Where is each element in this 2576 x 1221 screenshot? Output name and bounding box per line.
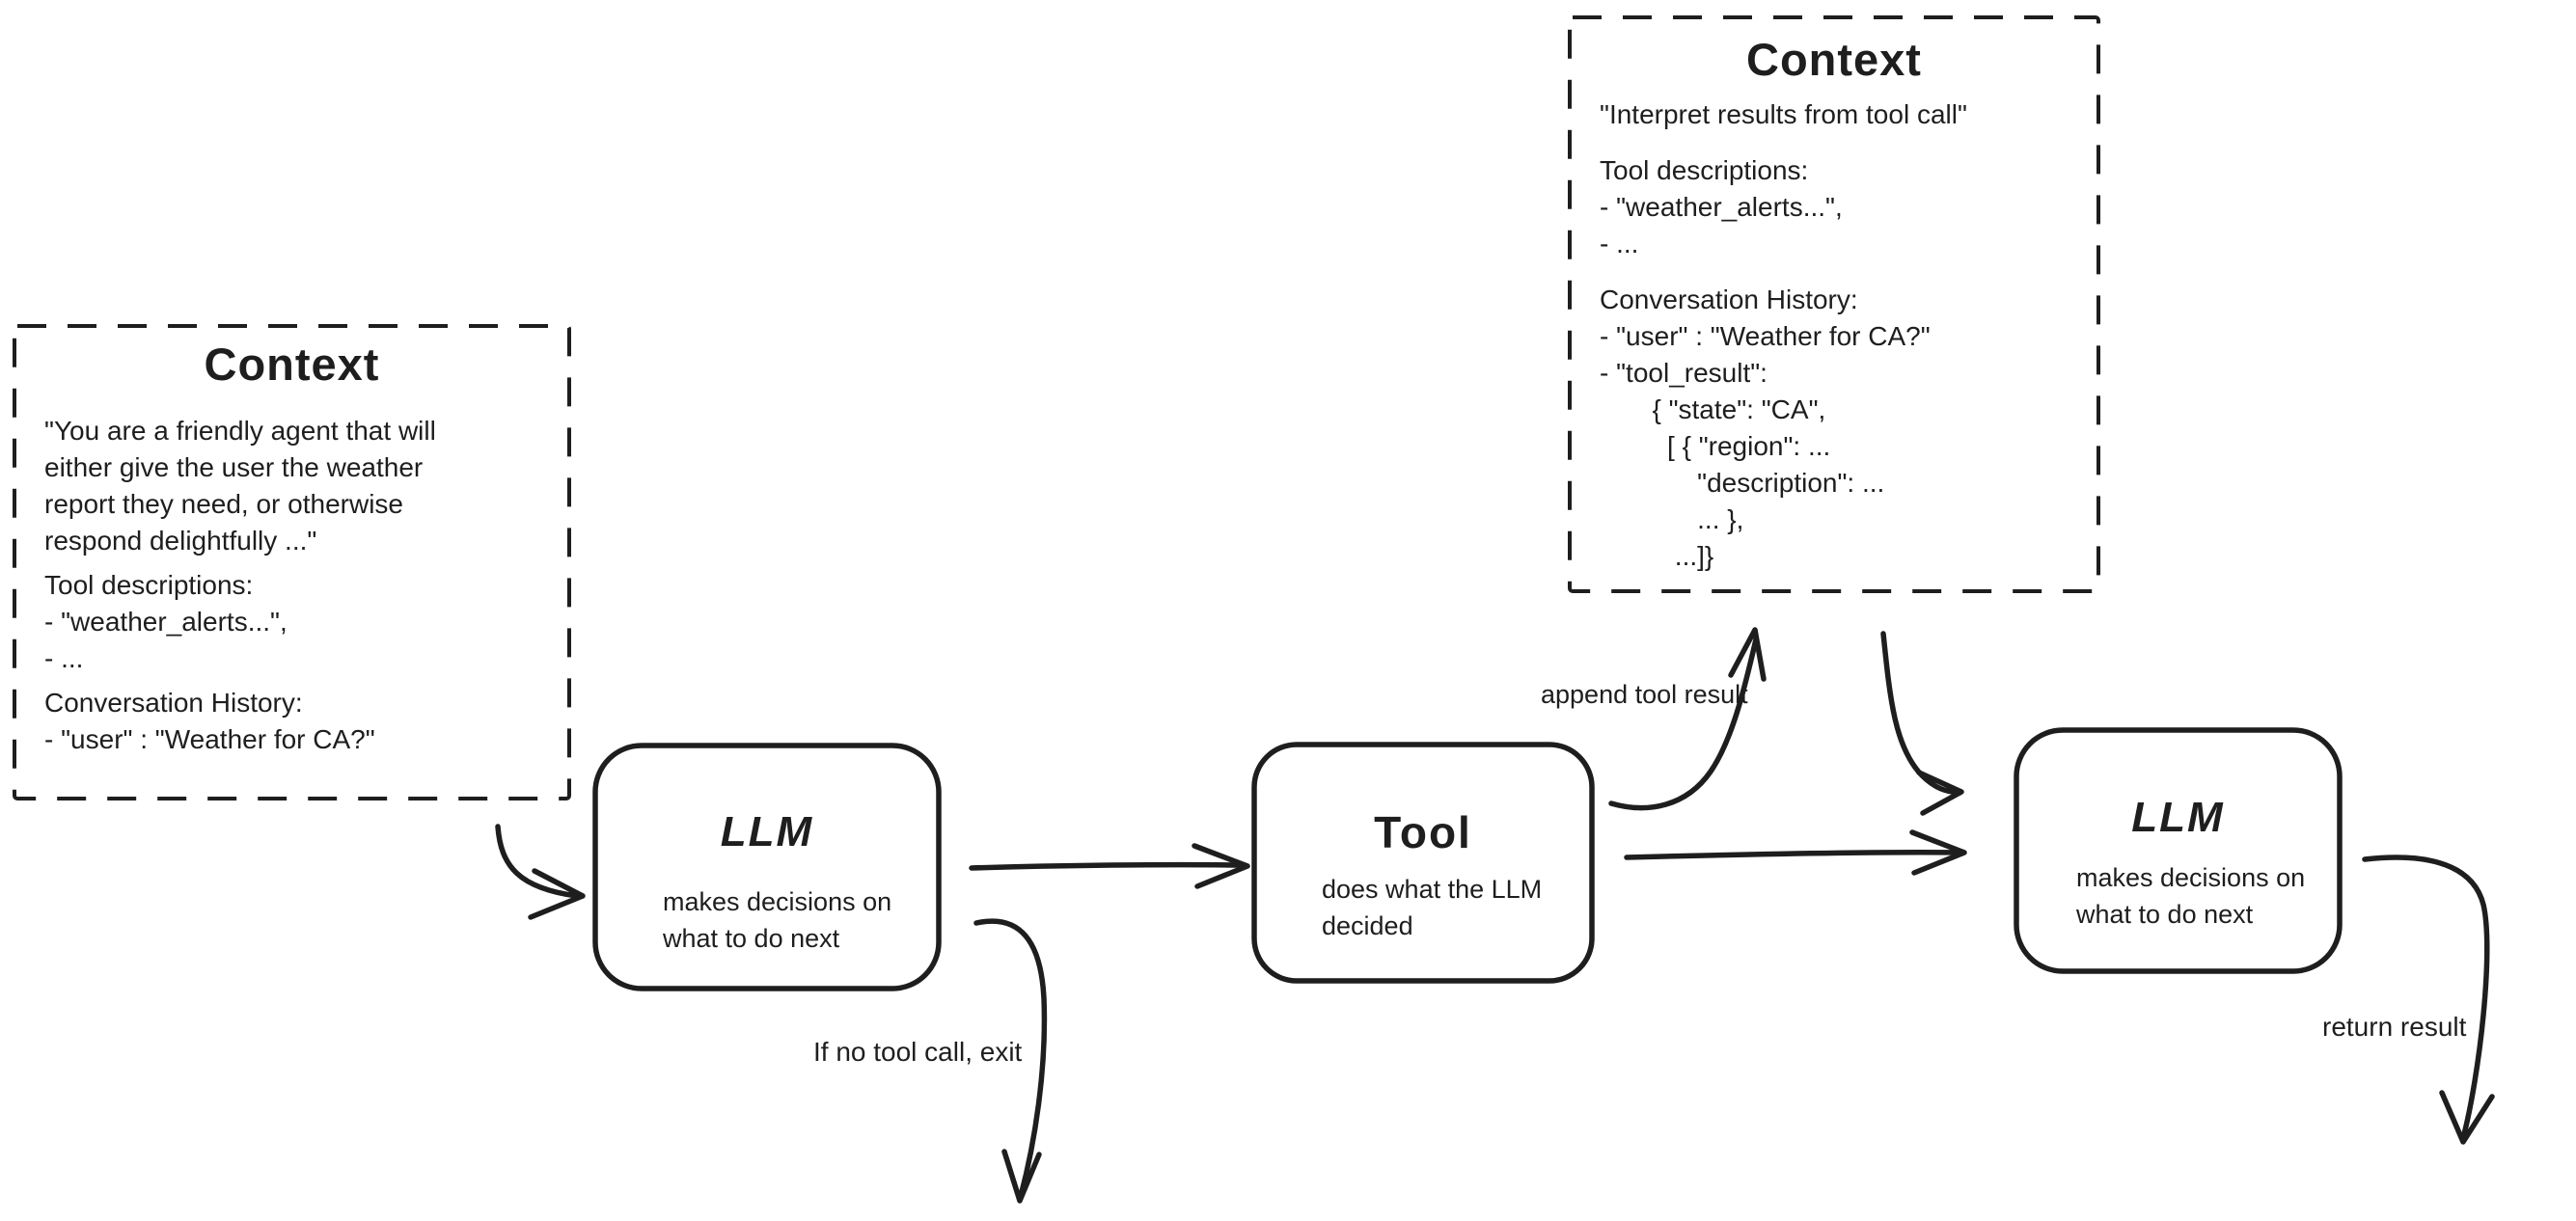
arrowhead-right-icon (1916, 770, 1964, 816)
label-append-tool-result: append tool result (1541, 680, 1748, 709)
arrow-tool-to-llm2 (1624, 829, 1967, 876)
arrow-tool-to-context-top (1608, 627, 1767, 811)
arrow-llm1-to-tool (969, 843, 1250, 889)
arrowhead-up-icon (1728, 627, 1767, 682)
context-left-title: Context (204, 339, 380, 390)
context-top-conversation-history: Conversation History: - "user" : "Weathe… (1600, 285, 1931, 571)
context-top-system-prompt: "Interpret results from tool call" (1600, 99, 1967, 129)
arrowhead-down-icon (2439, 1090, 2495, 1145)
llm-2-node-box (2014, 727, 2343, 974)
arrow-llm2-return (2362, 855, 2495, 1145)
context-left-conversation-history: Conversation History: - "user" : "Weathe… (44, 688, 375, 754)
arrow-llm1-exit (973, 918, 1048, 1204)
arrow-context-top-to-llm2 (1880, 631, 1964, 816)
context-top-body: "Interpret results from tool call" Tool … (1600, 96, 1967, 594)
context-left-tool-descriptions: Tool descriptions: - "weather_alerts..."… (44, 570, 288, 673)
arrowhead-right-icon (528, 868, 586, 920)
llm-2-title: LLM (2131, 794, 2225, 841)
context-left-body: "You are a friendly agent that will eith… (44, 413, 436, 766)
llm-1-title: LLM (720, 808, 814, 855)
context-left-system-prompt: "You are a friendly agent that will eith… (44, 416, 436, 556)
tool-node-box (1251, 742, 1595, 984)
context-left-box (13, 324, 571, 800)
tool-title: Tool (1374, 807, 1472, 857)
llm-2-subtitle: makes decisions on what to do next (2076, 863, 2306, 929)
label-return-result: return result (2322, 1012, 2467, 1042)
tool-subtitle: does what the LLM decided (1322, 875, 1543, 940)
arrow-context-left-to-llm1 (495, 824, 586, 920)
arrowhead-down-icon (1001, 1149, 1042, 1204)
llm-1-subtitle: makes decisions on what to do next (663, 887, 892, 953)
context-top-box (1568, 15, 2100, 593)
arrowhead-right-icon (1909, 829, 1967, 876)
context-top-tool-descriptions: Tool descriptions: - "weather_alerts..."… (1600, 155, 1843, 258)
context-top-title: Context (1746, 34, 1922, 85)
llm-1-node-box (592, 743, 942, 991)
label-if-no-tool-call-exit: If no tool call, exit (813, 1037, 1023, 1067)
arrowhead-right-icon (1192, 843, 1250, 889)
